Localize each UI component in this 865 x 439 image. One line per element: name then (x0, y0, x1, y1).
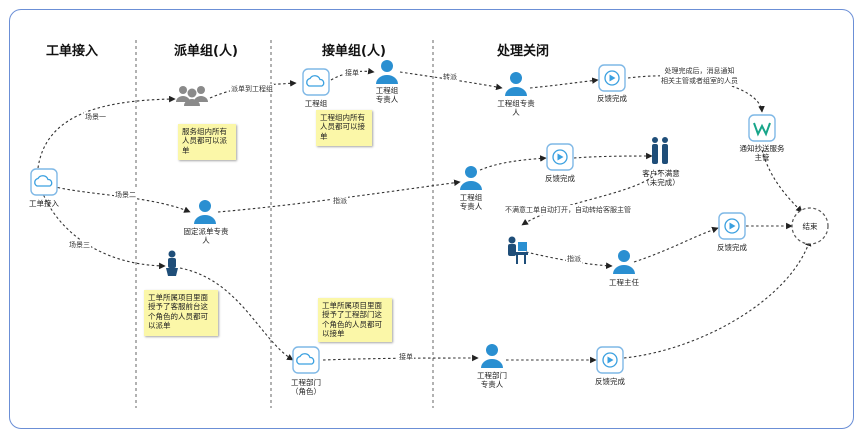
fixed-owner-icon (194, 200, 216, 224)
eng-dept-label: 工程部门 （角色） (291, 378, 321, 396)
edge-to-eng-dept (179, 267, 294, 361)
feedback2-label: 反馈完成 (545, 174, 575, 183)
intake-cloud-icon (30, 168, 58, 196)
service-supervisor-desk-icon (508, 236, 528, 264)
edge-feedback1-notify (627, 75, 765, 113)
eng-group-owner-r1-icon (505, 72, 527, 96)
fixed-owner-label: 固定派单专责 人 (183, 227, 229, 245)
edge-supervisor-feedback3 (633, 226, 719, 263)
feedback1-icon (598, 64, 626, 92)
edge-transfer (399, 71, 503, 91)
end-node (791, 207, 829, 245)
customer-unsat-label: 客户不满意 （未完成） (642, 169, 680, 187)
eng-group-cloud-icon (302, 68, 330, 96)
eng-dept-cloud-icon (292, 346, 320, 374)
eng-supervisor-icon (613, 250, 635, 274)
edge-to-feedback1 (529, 77, 599, 89)
feedback1-label: 反馈完成 (597, 94, 627, 103)
edge-label-assign2: 指派 (566, 254, 582, 264)
edge-label-unsat-reopen: 不满意工单自动打开，自动转给客服主管 (504, 205, 632, 215)
edge-accept1 (330, 67, 375, 81)
edge-feedback2-customer (573, 152, 653, 160)
edge-notify-end (761, 149, 803, 213)
edge-label-accept2: 接单 (398, 352, 414, 362)
edge-feedback4-end (623, 239, 812, 359)
notify-cc-label: 通知抄送服务 主管 (739, 144, 785, 162)
intake-label: 工单接入 (29, 199, 59, 208)
edge-scene3 (39, 185, 166, 270)
note-project-mid: 工单所属项目里面授予了工程部门这个角色的人员都可以接单 (318, 298, 392, 342)
edge-label-scene2: 场景二 (114, 190, 137, 200)
note-project-left: 工单所属项目里面授予了客服前台这个角色的人员都可以派单 (144, 290, 218, 336)
edge-customer-supervisor (521, 169, 661, 226)
customer-unsatisfied-icon (652, 137, 668, 164)
eng-group-owner-r2-icon (460, 166, 482, 190)
eng-group-owner-icon (376, 60, 398, 84)
lane-header-accept: 接单组(人) (322, 44, 386, 59)
lane-header-close: 处理关闭 (497, 44, 550, 59)
edge-label-assign1: 指派 (332, 196, 348, 206)
feedback3-icon (718, 212, 746, 240)
edge-assign2 (525, 251, 613, 270)
service-group-icon (176, 86, 208, 106)
receptionist-icon (166, 250, 178, 276)
eng-group-owner-label: 工程组 专责人 (375, 86, 399, 104)
eng-group-owner-r1-label: 工程组专责 人 (497, 99, 535, 117)
edge-label-after-done: 处理完成后，消息通知 相关主管或者组室的人员 (660, 66, 739, 86)
end-label: 结束 (802, 222, 818, 231)
edge-label-accept1: 接单 (344, 68, 360, 78)
notify-cc-icon (748, 114, 776, 142)
lane-header-intake: 工单接入 (46, 44, 99, 59)
lane-header-dispatch: 派单组(人) (174, 44, 238, 59)
feedback3-label: 反馈完成 (717, 243, 747, 252)
edge-label-scene3: 场景三 (68, 240, 91, 250)
eng-group-label: 工程组 (304, 99, 328, 108)
feedback2-icon (546, 143, 574, 171)
note-eng-group: 工程组内所有人员都可以接单 (316, 110, 372, 146)
edge-owner-feedback2 (479, 155, 547, 171)
eng-dept-owner-icon (481, 344, 503, 368)
edge-label-transfer: 转派 (442, 72, 458, 82)
edge-scene1 (37, 95, 176, 169)
note-service-group: 服务组内所有人员都可以派单 (178, 124, 236, 160)
feedback4-label: 反馈完成 (595, 377, 625, 386)
diagram-frame (9, 9, 854, 429)
edge-label-scene1: 场景一 (84, 112, 107, 122)
edge-label-dispatch-to-eng: 派单到工程组 (230, 84, 274, 94)
feedback4-icon (596, 346, 624, 374)
eng-group-owner-r2-label: 工程组 专责人 (459, 193, 483, 211)
eng-dept-owner-label: 工程部门 专责人 (477, 371, 507, 389)
eng-supervisor-label: 工程主任 (609, 278, 639, 287)
